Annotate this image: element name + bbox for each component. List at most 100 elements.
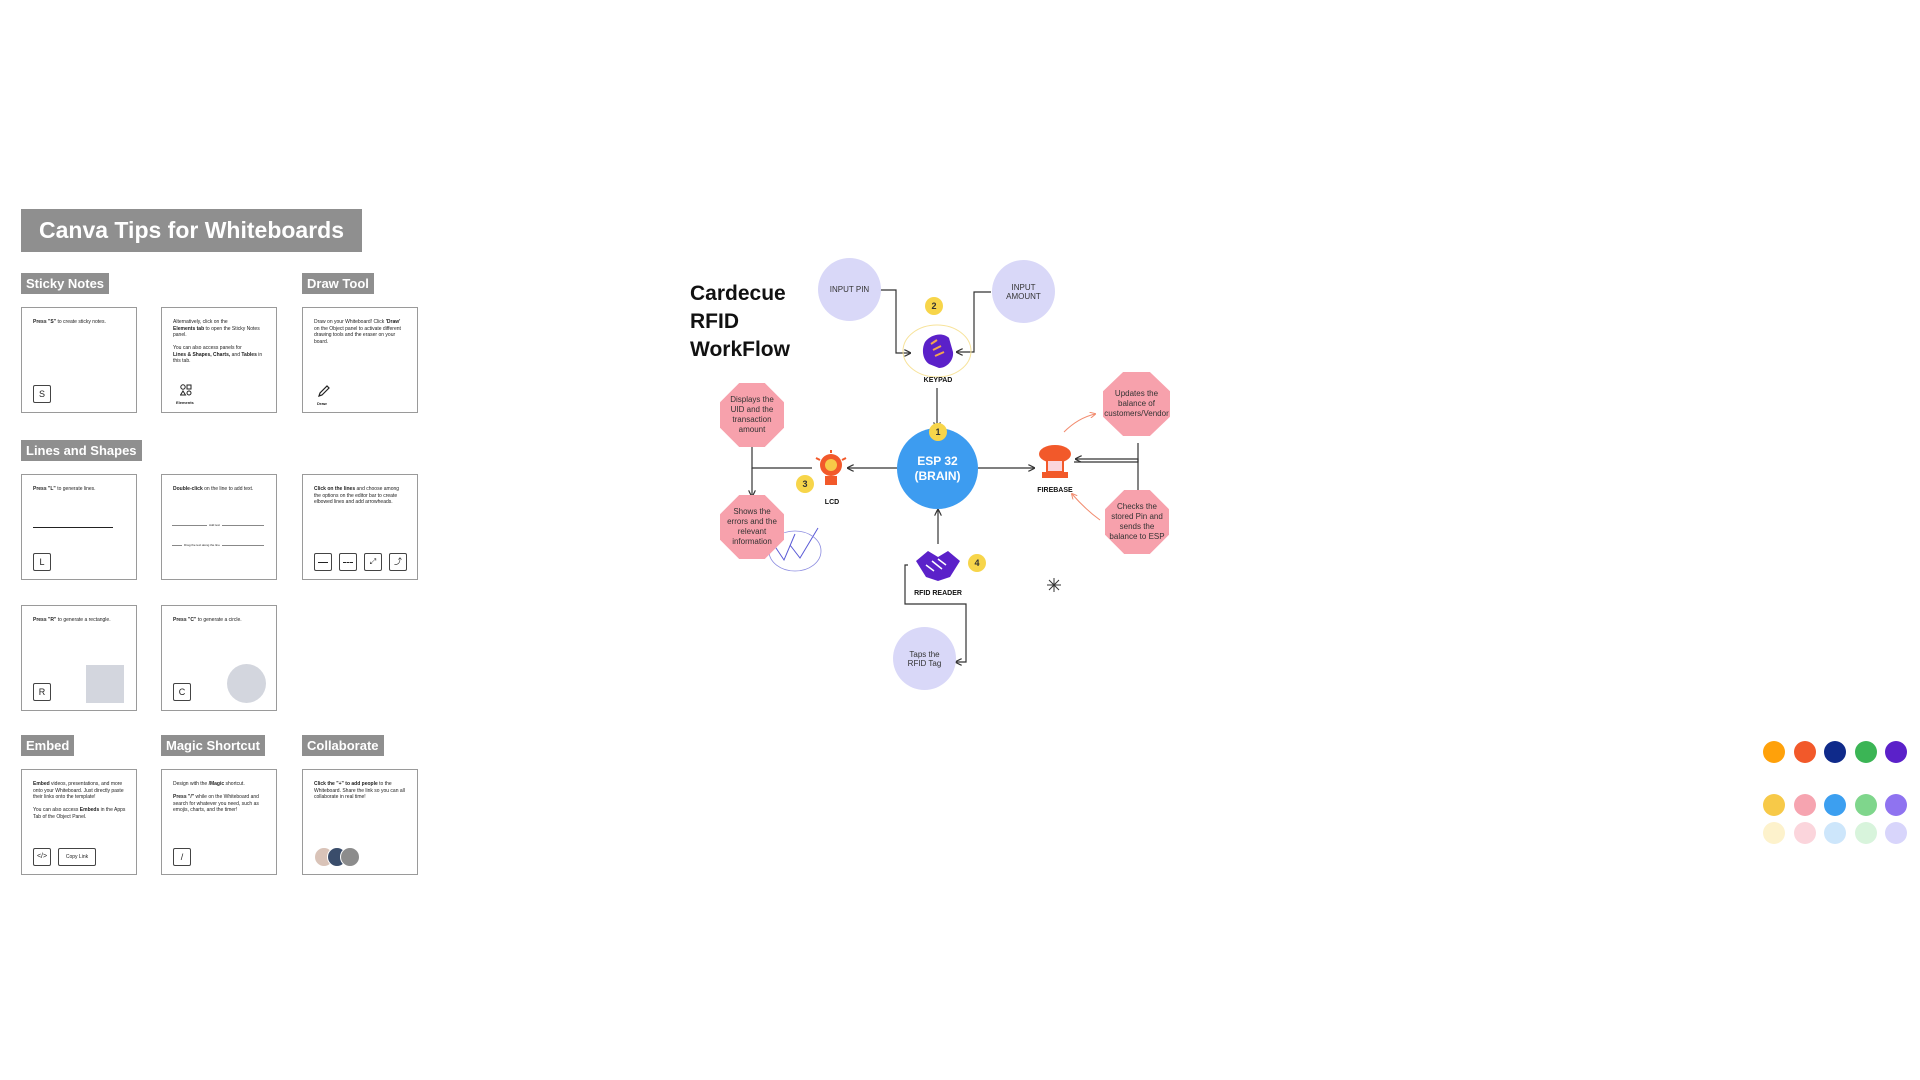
key-r: R [33, 683, 51, 701]
copy-link-button: Copy Link [58, 848, 96, 866]
color-swatch[interactable] [1885, 794, 1907, 816]
node-text: INPUT AMOUNT [1006, 282, 1041, 301]
card-bold-text: Press "S" [33, 319, 57, 325]
card-text: shortcut. [224, 781, 245, 787]
color-swatch[interactable] [1793, 822, 1816, 844]
card-bold-text: Press "L" [33, 486, 56, 492]
diagram-title-line: RFID [690, 310, 739, 333]
card-bold-text: Press "/" [173, 794, 195, 800]
diagram-title: Cardecue RFID WorkFlow [690, 280, 790, 364]
card-bold-text: Double-click [173, 486, 203, 492]
connector-rfid-taps [904, 564, 967, 662]
connector-input-amount [957, 291, 991, 352]
connector-input-pin [880, 289, 910, 353]
color-swatch[interactable] [1824, 822, 1846, 844]
card-text: to generate lines. [55, 486, 96, 492]
sample-rectangle [86, 665, 124, 703]
sample-add-text: Add text [207, 522, 223, 529]
line-style-straight-icon [314, 553, 332, 571]
color-swatch[interactable] [1854, 741, 1877, 763]
node-text: Updates the balance of customers/Vendor [1104, 389, 1169, 418]
card-text: Draw on your Whiteboard! Click [314, 319, 385, 325]
card-elements-tab[interactable]: Alternatively, click on the Elements tab… [161, 307, 277, 413]
step-badge-1: 1 [929, 423, 947, 441]
step-badge-3: 3 [796, 475, 814, 493]
node-text: Displays the UID and the transaction amo… [730, 395, 774, 434]
card-text: in the Apps Tab of the Object Panel. [33, 807, 126, 820]
card-magic-shortcut[interactable]: Design with the /Magic shortcut. Press "… [161, 769, 277, 875]
card-click-lines[interactable]: Click on the lines and choose among the … [302, 474, 418, 580]
card-sticky-shortcut[interactable]: Press "S" to create sticky notes. S [21, 307, 137, 413]
node-esp32-brain[interactable]: ESP 32 (BRAIN) [897, 428, 978, 509]
key-s: S [33, 385, 51, 403]
firebase-cloud-icon [1039, 445, 1071, 478]
card-bold-text: Tables [241, 351, 257, 358]
lightbulb-icon [815, 450, 847, 485]
node-taps-rfid[interactable]: Taps the RFID Tag [893, 627, 956, 690]
keypad-highlight [902, 324, 972, 378]
section-draw-tool: Draw Tool [302, 273, 374, 294]
scribble-checkmark [773, 527, 819, 562]
color-swatch[interactable] [1793, 794, 1816, 816]
node-displays-uid[interactable]: Displays the UID and the transaction amo… [720, 383, 784, 447]
card-bold-text: Embeds [79, 807, 100, 813]
sample-circle [227, 664, 266, 703]
tips-title: Canva Tips for Whiteboards [21, 209, 362, 252]
node-text: INPUT PIN [829, 285, 870, 294]
connector-checks-firebase [1076, 459, 1139, 490]
keypad-label: KEYPAD [923, 377, 953, 384]
card-text: to open the Sticky Notes panel. [173, 325, 260, 339]
node-shows-errors[interactable]: Shows the errors and the relevant inform… [720, 495, 784, 559]
card-text: to the Whiteboard. Share the link so you… [314, 781, 405, 800]
step-badge-2: 2 [925, 297, 943, 315]
key-slash: / [173, 848, 191, 866]
section-sticky-notes: Sticky Notes [21, 273, 110, 294]
node-input-amount[interactable]: INPUT AMOUNT [992, 260, 1055, 323]
color-swatch[interactable] [1854, 794, 1877, 816]
section-collaborate: Collaborate [302, 735, 384, 756]
diagram-title-line: Cardecue [690, 282, 786, 305]
color-swatch[interactable] [1854, 822, 1877, 844]
elements-label: Elements [176, 400, 194, 405]
card-embed[interactable]: Embed videos, presentations, and more on… [21, 769, 137, 875]
card-text: to generate a rectangle. [56, 617, 111, 623]
color-swatch[interactable] [1824, 741, 1846, 763]
color-swatch[interactable] [1793, 741, 1816, 763]
card-collaborate[interactable]: Click the "+" to add people to the White… [302, 769, 418, 875]
key-l: L [33, 553, 51, 571]
card-text: Alternatively, click on the [173, 319, 228, 325]
color-swatch[interactable] [1763, 794, 1785, 816]
node-text: ESP 32 [917, 453, 958, 468]
card-text: while on the Whiteboard and search for w… [173, 794, 259, 813]
sample-line [33, 527, 113, 528]
sparkle-icon [1047, 578, 1061, 592]
color-swatch[interactable] [1763, 741, 1785, 763]
node-checks-pin[interactable]: Checks the stored Pin and sends the bala… [1105, 490, 1169, 554]
color-swatch[interactable] [1885, 741, 1907, 763]
node-text: (BRAIN) [914, 468, 961, 483]
card-text: to create sticky notes. [56, 319, 106, 325]
elements-icon [180, 384, 192, 396]
node-input-pin[interactable]: INPUT PIN [818, 258, 881, 321]
color-swatch[interactable] [1763, 822, 1785, 844]
card-lines-shortcut[interactable]: Press "L" to generate lines. L [21, 474, 137, 580]
keypad-hand-icon [922, 334, 954, 368]
code-icon: </> [33, 848, 51, 866]
card-bold-text: Press "R" [33, 617, 57, 623]
card-text: in this tab. [173, 351, 263, 365]
card-text: You can also access panels for [173, 345, 242, 351]
card-double-click[interactable]: Double-click on the line to add text. Ad… [161, 474, 277, 580]
card-rectangle-shortcut[interactable]: Press "R" to generate a rectangle. R [21, 605, 137, 711]
card-draw-tool[interactable]: Draw on your Whiteboard! Click 'Draw' on… [302, 307, 418, 413]
color-swatch[interactable] [1885, 822, 1907, 844]
card-circle-shortcut[interactable]: Press "C" to generate a circle. C [161, 605, 277, 711]
card-text: and [230, 351, 242, 358]
node-updates-balance[interactable]: Updates the balance of customers/Vendor [1103, 372, 1170, 436]
color-swatch[interactable] [1824, 794, 1846, 816]
diagram-title-line: WorkFlow [690, 338, 790, 361]
arrow-diagonal-icon: ⤢ [364, 553, 382, 571]
pencil-icon [318, 385, 330, 397]
node-text: Shows the errors and the relevant inform… [727, 507, 777, 546]
sample-drag-text: Drag the text along the line [182, 542, 222, 549]
